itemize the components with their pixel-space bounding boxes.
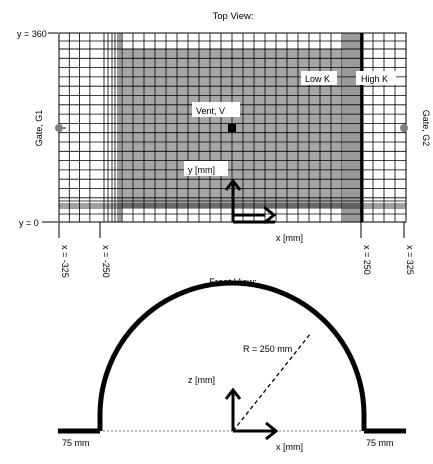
vent-label: Vent, V	[196, 106, 225, 116]
x-tick-plus-325: x = 325	[405, 245, 415, 275]
y-top-label: y = 360	[17, 29, 47, 39]
low-k-label-bg	[301, 71, 337, 85]
high-k-label: High K	[361, 74, 388, 84]
vent-marker	[228, 124, 236, 132]
front-z-axis-label: z [mm]	[188, 375, 215, 385]
front-view-profile	[58, 280, 406, 434]
low-k-label: Low K	[305, 74, 330, 84]
gate-g2-dot	[400, 124, 408, 132]
top-x-axis-label: x [mm]	[276, 233, 303, 243]
x-tick-lines	[58, 222, 405, 238]
gate-g1-label: Gate, G1	[34, 110, 44, 147]
y-bottom-label: y = 0	[19, 218, 39, 228]
front-x-axis-label: x [mm]	[276, 442, 303, 452]
high-k-label-bg	[356, 71, 396, 85]
radius-label: R = 250 mm	[243, 344, 292, 354]
top-axes-arrows	[224, 178, 277, 225]
gate-g1-dot	[55, 124, 63, 132]
top-view-mesh	[58, 32, 407, 223]
top-view-title: Top View:	[212, 11, 253, 22]
front-axes-arrows	[224, 387, 279, 441]
right-flange-label: 75 mm	[366, 438, 394, 448]
x-tick-plus-250: x = 250	[362, 245, 372, 275]
top-y-axis-label: y [mm]	[188, 165, 215, 175]
top-y-axis-label-bg	[184, 161, 228, 176]
gate-g2-label: Gate, G2	[421, 110, 431, 147]
vent-label-bg	[192, 102, 240, 117]
mesh-vertical-lines	[58, 33, 407, 222]
x-tick-minus-325: x = -325	[60, 245, 70, 278]
x-tick-minus-250: x = -250	[101, 245, 111, 278]
left-flange-label: 75 mm	[62, 438, 90, 448]
